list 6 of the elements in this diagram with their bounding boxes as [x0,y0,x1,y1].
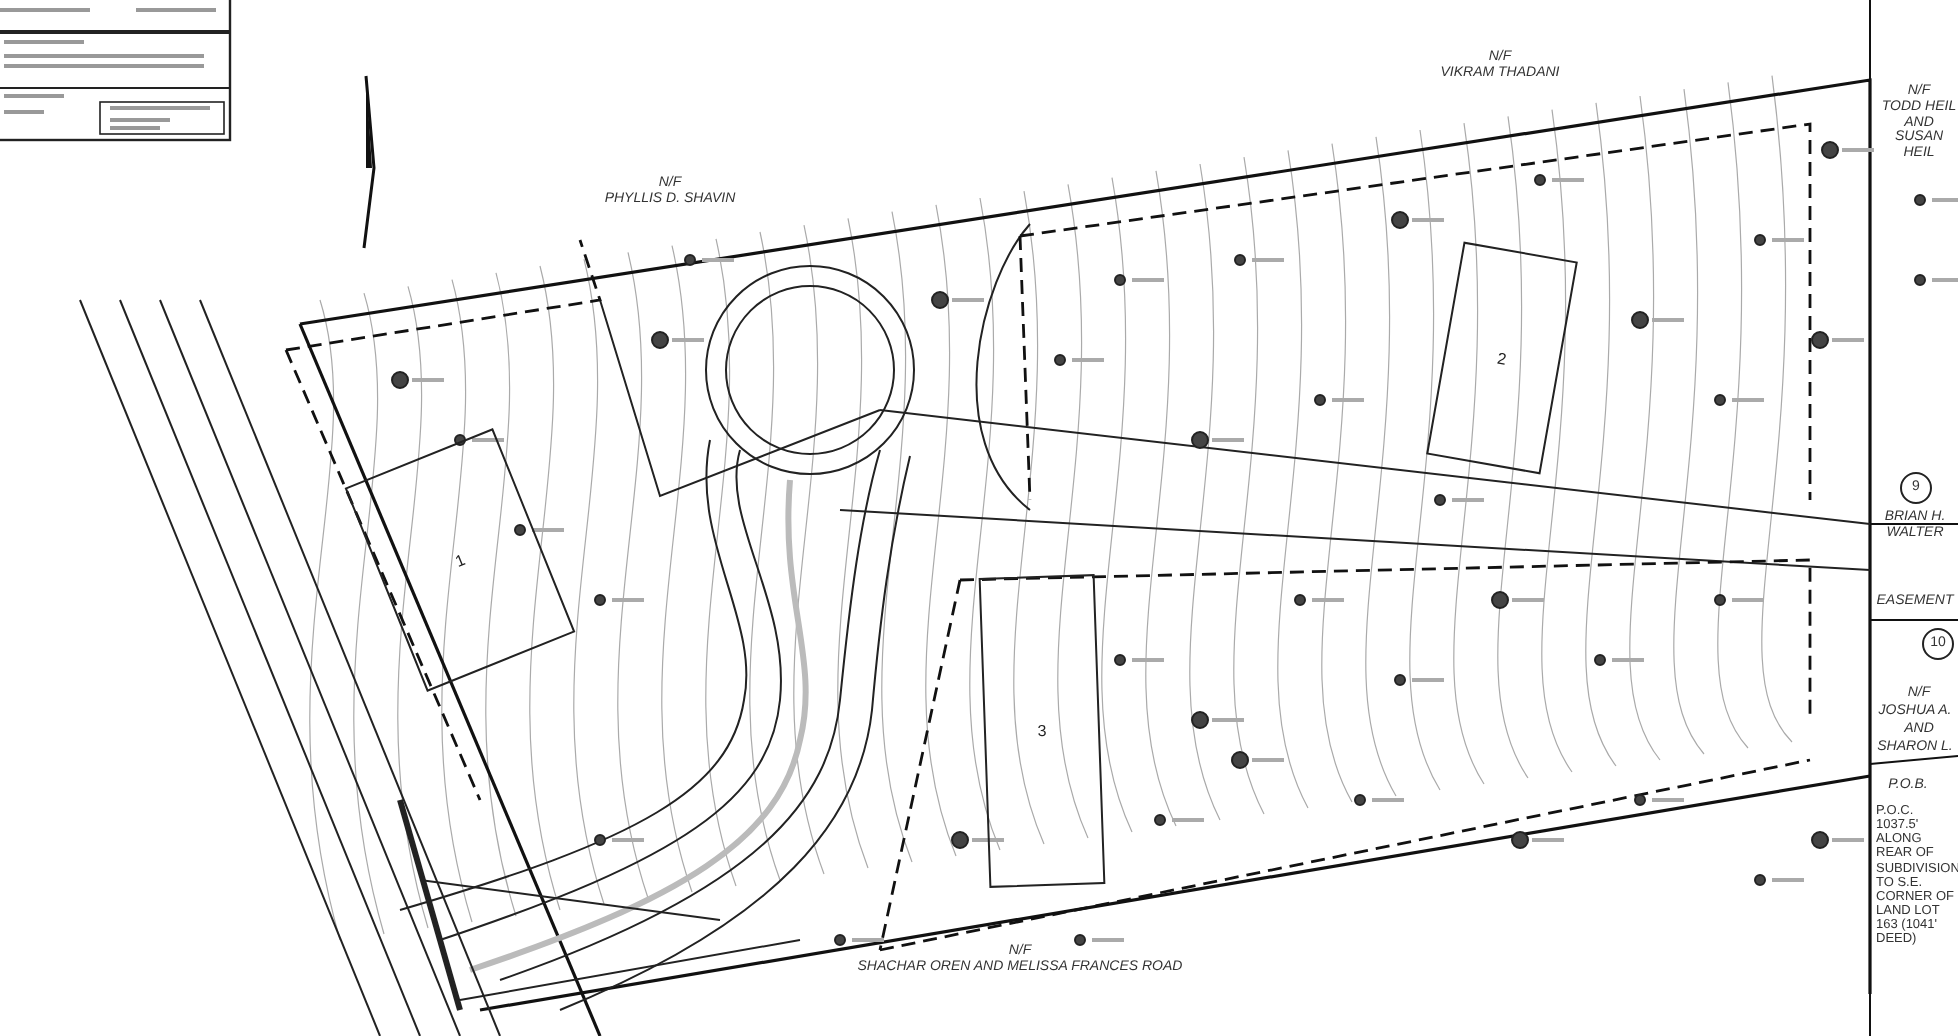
lot-outline [978,574,1106,888]
lot-number: 1 [452,550,468,570]
lot-number: 3 [1037,721,1047,741]
lot-number: 2 [1496,348,1508,368]
lot-outline [344,428,576,692]
lot-outline [1426,241,1578,475]
